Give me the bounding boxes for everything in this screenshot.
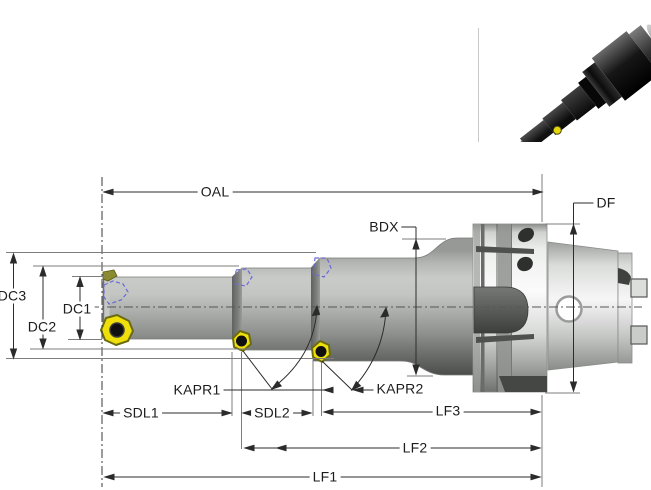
label-dc3: DC3 <box>0 288 30 304</box>
product-photo <box>478 2 651 142</box>
flange-bottom-shadow <box>499 376 547 392</box>
shank-end-notch-top <box>618 268 631 285</box>
step-face-1 <box>232 268 242 341</box>
label-bdx: BDX <box>366 219 402 235</box>
label-sdl1: SDL1 <box>120 405 162 421</box>
far-side-insert-sliver <box>102 269 118 282</box>
gripper-groove-bottom <box>476 334 534 343</box>
label-kapr1: KAPR1 <box>170 382 224 398</box>
gripper-groove-top <box>476 246 534 254</box>
step-face-2 <box>311 258 320 351</box>
extension-lines <box>6 174 580 487</box>
label-lf2: LF2 <box>399 440 431 456</box>
label-kapr2: KAPR2 <box>373 381 427 397</box>
label-dc1: DC1 <box>59 301 95 317</box>
label-lf1: LF1 <box>309 469 341 485</box>
drive-tongue <box>473 286 529 334</box>
insert-2 <box>232 330 252 352</box>
label-oal: OAL <box>197 184 233 200</box>
insert-3 <box>311 340 331 363</box>
shank-side-hole <box>555 295 583 323</box>
flange-hole-bottom <box>517 256 533 272</box>
shank-drive-tab-top <box>630 278 648 298</box>
label-dc2: DC2 <box>24 319 60 335</box>
flange-hole-top <box>518 227 534 243</box>
label-sdl2: SDL2 <box>251 405 293 421</box>
phantom-insert-2 <box>234 268 253 287</box>
label-lf3: LF3 <box>432 403 464 419</box>
shank-drive-tab-bottom <box>630 325 648 345</box>
insert-1 <box>100 314 134 346</box>
phantom-insert-3 <box>312 257 332 278</box>
label-df: DF <box>593 195 619 211</box>
tip-front-face <box>103 279 110 338</box>
phantom-insert-1 <box>103 280 129 305</box>
photo-left-border <box>478 28 479 142</box>
